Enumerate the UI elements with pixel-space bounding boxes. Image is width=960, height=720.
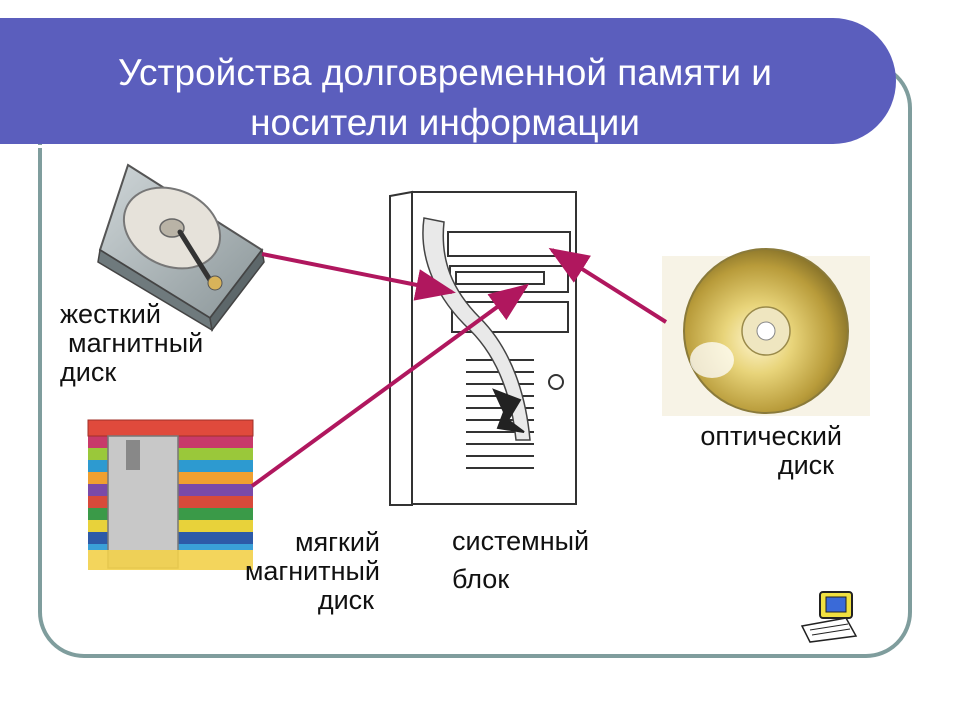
computer-character-icon [800, 591, 858, 643]
label-hard-disk-line-1: жесткий [60, 299, 161, 329]
optical-disk-image [662, 248, 870, 416]
title-bar: Устройства долговременной памяти и носит… [0, 18, 896, 148]
label-hard-disk-line-3: диск [60, 357, 117, 387]
label-floppy-disk-line-2: магнитный [244, 556, 380, 586]
label-system-unit: системный блок [452, 522, 589, 598]
floppy-disk-image [87, 419, 254, 570]
title-underline [0, 145, 850, 148]
label-system-unit-line-1: системный [452, 526, 590, 556]
label-floppy-disk-line-3: диск [317, 585, 374, 615]
label-optical-disk-line-2: диск [777, 450, 834, 480]
title-line-2: носители информации [250, 102, 640, 143]
label-floppy-disk: мягкий магнитный диск [216, 528, 380, 615]
arrow-floppy-disk [250, 283, 530, 488]
label-floppy-disk-line-1: мягкий [294, 527, 380, 557]
title-line-1: Устройства долговременной памяти и [118, 52, 772, 93]
system-unit-image [389, 190, 577, 506]
label-hard-disk-line-2: магнитный [68, 328, 204, 358]
label-hard-disk: жесткий магнитный диск [60, 300, 203, 387]
label-optical-disk-line-1: оптический [700, 421, 842, 451]
slide-title: Устройства долговременной памяти и носит… [0, 48, 890, 148]
label-optical-disk: оптический диск [672, 422, 842, 480]
hard-disk-image [97, 163, 265, 332]
arrow-hard-disk [261, 252, 456, 301]
connector-arrows [250, 247, 668, 488]
arrow-optical-disk [548, 247, 668, 324]
label-system-unit-line-2: блок [452, 564, 510, 594]
